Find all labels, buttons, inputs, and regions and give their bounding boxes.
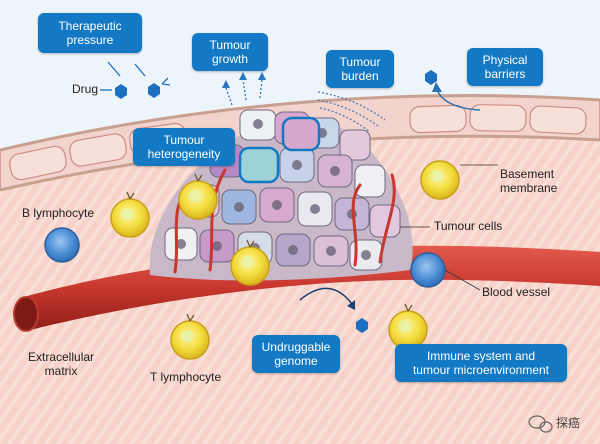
b-lymphocytes: [44, 227, 446, 288]
label-drug: Drug: [72, 82, 99, 96]
vessel-opening: [13, 296, 39, 332]
label-t-lymphocyte: T lymphocyte: [150, 370, 222, 384]
watermark-text: 探癌: [556, 416, 581, 430]
label-basement-membrane: Basement membrane: [500, 167, 558, 195]
wechat-icon: [528, 415, 553, 433]
label-b-lymphocyte: B lymphocyte: [22, 206, 95, 220]
membrane-cells: [9, 104, 587, 181]
label-blood-vessel: Blood vessel: [482, 285, 551, 299]
growth-arrows: [225, 79, 263, 106]
membrane-top-edge: [0, 94, 600, 152]
label-extracellular-matrix: Extracellular matrix: [28, 350, 95, 378]
drug-hexagon-icon: [115, 70, 437, 333]
undruggable-arrow: [299, 287, 353, 305]
barrier-arrow: [436, 89, 481, 111]
label-tumour-cells: Tumour cells: [434, 219, 503, 233]
